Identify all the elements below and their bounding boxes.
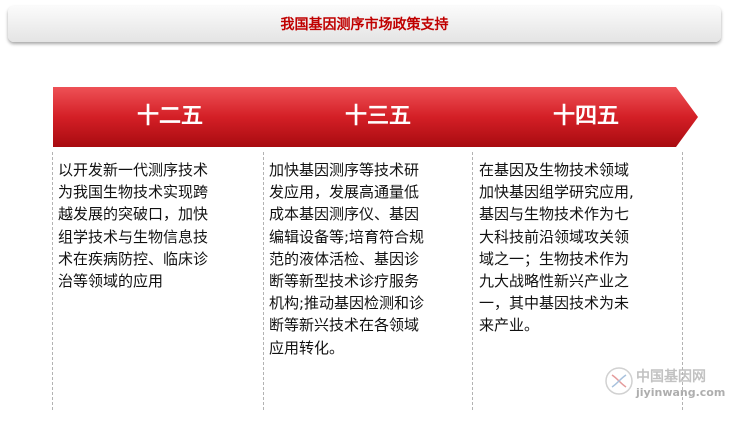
description-line: 应用转化。 xyxy=(269,338,345,357)
description-line: 基因与生物技术作为七 xyxy=(479,205,630,224)
column-divider xyxy=(472,152,473,410)
description-line: 大科技前沿领域攻关领 xyxy=(479,227,630,246)
description-line: 以开发新一代测序技术 xyxy=(58,161,209,179)
description-line: 成本基因测序仪、基因 xyxy=(269,205,420,224)
description-line: 发应用，发展高通量低 xyxy=(269,183,420,202)
column-divider xyxy=(263,152,264,410)
stage-description-3: 在基因及生物技术领域 加快基因组学研究应用, 基因与生物技术作为七 大科技前沿领… xyxy=(479,159,634,337)
description-line: 术在疾病防控、临床诊 xyxy=(58,249,209,268)
description-line: 断等新型技术诊疗服务 xyxy=(269,271,420,290)
description-line: 断等新兴技术在各领域 xyxy=(269,316,420,335)
arrow-shape-1 xyxy=(53,87,298,147)
description-line: 越发展的突破口，加快 xyxy=(58,205,209,224)
description-line: 九大战略性新兴产业之 xyxy=(479,271,630,290)
description-line: 加快基因测序等技术研 xyxy=(269,161,420,179)
title-bar: 我国基因测序市场政策支持 xyxy=(8,6,721,42)
watermark-en: jiyinwang.com xyxy=(636,386,726,399)
stage-label-1: 十二五 xyxy=(136,104,203,129)
description-line: 加快基因组学研究应用, xyxy=(479,183,634,202)
column-divider xyxy=(52,152,53,410)
dna-logo-icon xyxy=(605,367,633,395)
watermark: 中国基因网 jiyinwang.com xyxy=(604,362,728,412)
page-title: 我国基因测序市场政策支持 xyxy=(280,17,449,33)
watermark-cn: 中国基因网 xyxy=(636,369,706,385)
description-line: 组学技术与生物信息技 xyxy=(58,227,209,246)
description-line: 范的液体活检、基因诊 xyxy=(269,249,420,268)
description-line: 一，其中基因技术为未 xyxy=(479,294,630,313)
stage-description-2: 加快基因测序等技术研 发应用，发展高通量低 成本基因测序仪、基因 编辑设备等;培… xyxy=(269,159,424,359)
stage-description-1: 以开发新一代测序技术 为我国生物技术实现跨 越发展的突破口，加快 组学技术与生物… xyxy=(58,159,208,292)
stage-label-2: 十三五 xyxy=(344,104,411,129)
description-line: 编辑设备等;培育符合规 xyxy=(269,227,425,246)
arrow-shape-3 xyxy=(475,87,698,147)
description-line: 机构;推动基因检测和诊 xyxy=(269,294,425,313)
column-divider xyxy=(682,152,683,410)
description-line: 在基因及生物技术领域 xyxy=(479,161,630,179)
description-line: 域之一；生物技术作为 xyxy=(479,249,630,268)
description-line: 来产业。 xyxy=(479,316,540,335)
arrow-shape-2 xyxy=(264,87,507,147)
stage-label-3: 十四五 xyxy=(552,104,619,129)
description-line: 治等领域的应用 xyxy=(58,271,164,290)
description-line: 为我国生物技术实现跨 xyxy=(58,183,209,202)
